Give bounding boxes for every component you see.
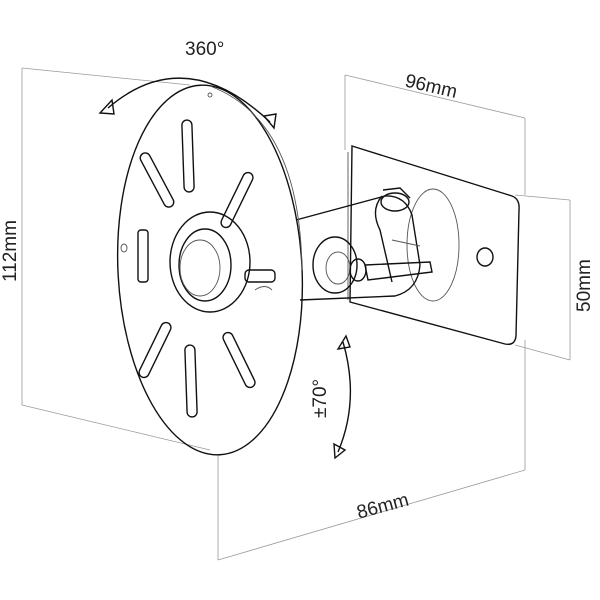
label-height: 112mm xyxy=(0,220,21,282)
label-rotation: 360° xyxy=(185,39,224,60)
extension-lines xyxy=(21,67,571,561)
tilt-knob xyxy=(312,236,358,294)
label-depth: 86mm xyxy=(355,490,411,524)
swivel-arm xyxy=(295,187,433,301)
locking-lever xyxy=(364,261,433,281)
radial-slots xyxy=(137,119,276,418)
speaker-plate xyxy=(116,84,304,456)
label-width: 96mm xyxy=(403,71,459,103)
wall-plate xyxy=(347,145,520,346)
center-hub xyxy=(169,211,251,313)
label-plate-height: 50mm xyxy=(574,259,595,312)
label-tilt: ±70° xyxy=(310,379,331,418)
rotation-arrow xyxy=(98,77,277,130)
plate-screw-hole xyxy=(476,247,494,267)
tilt-arrow xyxy=(333,334,352,460)
